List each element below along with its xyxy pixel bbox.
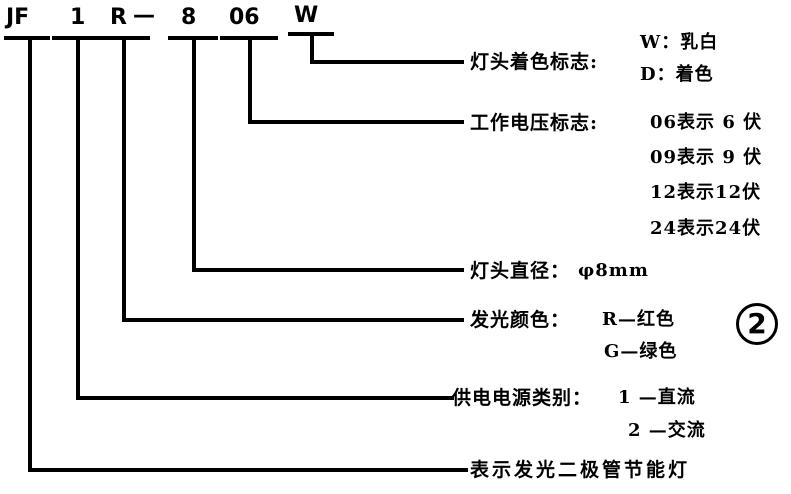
label-series: 表示发光二极管节能灯	[470, 459, 691, 481]
voltage-option-09: 09表示 9 伏	[650, 147, 763, 168]
label-diameter: 灯头直径：	[470, 260, 571, 282]
code-color: R	[110, 5, 127, 30]
code-cap-color: W	[294, 3, 319, 28]
code-diameter: 8	[181, 5, 197, 30]
cap-color-option-w: W：乳白	[640, 32, 719, 53]
color-option-g: G—绿色	[604, 341, 678, 362]
voltage-option-06: 06表示 6 伏	[650, 112, 763, 133]
diameter-value: φ8mm	[578, 260, 649, 281]
cap-color-option-d: D：着色	[640, 64, 714, 85]
color-option-r: R—红色	[602, 309, 675, 330]
label-emission-color: 发光颜色：	[470, 309, 571, 331]
code-power: 1	[70, 5, 86, 30]
voltage-option-24: 24表示24伏	[650, 218, 762, 239]
power-option-ac: 2 —交流	[628, 420, 706, 441]
code-voltage: 06	[229, 5, 260, 30]
label-cap-color: 灯头着色标志:	[470, 51, 599, 73]
figure-number-badge: 2	[736, 303, 778, 345]
label-power-supply: 供电电源类别：	[452, 387, 593, 409]
code-series: JF	[6, 5, 30, 30]
voltage-option-12: 12表示12伏	[650, 182, 762, 203]
power-option-dc: 1 —直流	[618, 387, 696, 408]
label-voltage: 工作电压标志:	[470, 112, 599, 134]
code-dash: —	[133, 3, 155, 28]
